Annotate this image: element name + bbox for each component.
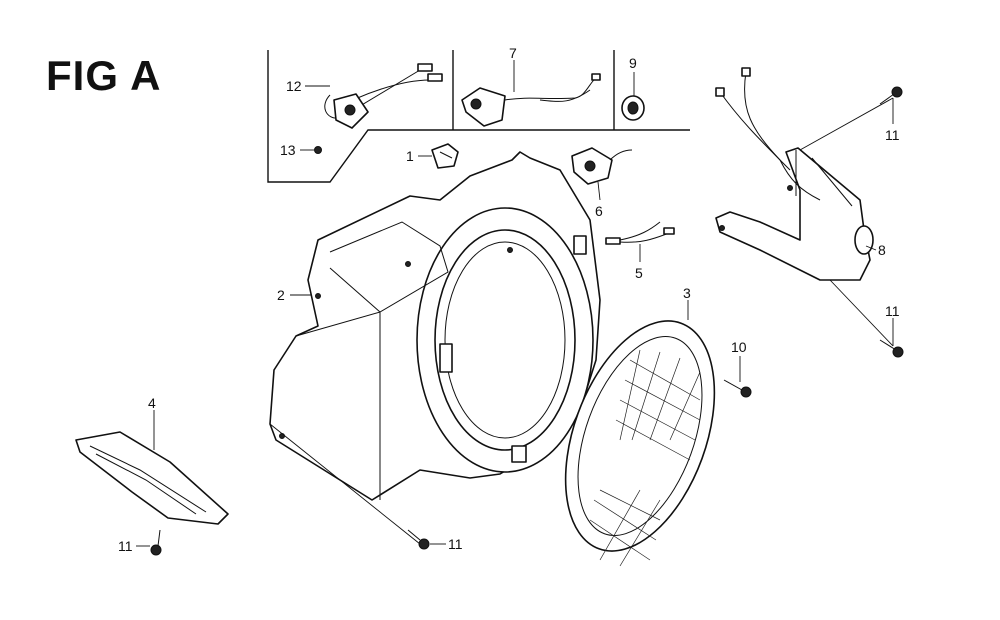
callout-11-top: 11	[885, 127, 900, 143]
callout-1: 1	[406, 148, 414, 164]
callout-12: 12	[286, 78, 302, 94]
sensor-part-12	[324, 63, 443, 129]
clip-part-1	[431, 143, 459, 169]
bolt-part-11-mid	[879, 339, 904, 358]
callout-11-left: 11	[118, 538, 133, 554]
guide-part-4	[75, 431, 229, 525]
wire-part-5	[605, 221, 675, 245]
callout-2: 2	[277, 287, 285, 303]
callout-11-mid: 11	[885, 303, 900, 319]
callout-11-bottom: 11	[448, 536, 463, 552]
bolt-part-11-bottom	[407, 529, 430, 550]
callout-7: 7	[509, 45, 517, 61]
callout-13: 13	[280, 142, 296, 158]
inset-box	[267, 50, 690, 183]
fan-shroud-part-2	[269, 151, 601, 501]
bracket-part-8	[715, 67, 874, 281]
callout-6: 6	[595, 203, 603, 219]
callout-4: 4	[148, 395, 156, 411]
callout-5: 5	[635, 265, 643, 281]
screw-part-13	[314, 146, 322, 154]
grommet-part-9	[621, 95, 645, 121]
sensor-part-6	[571, 147, 633, 185]
callout-3: 3	[683, 285, 691, 301]
bolt-part-10	[723, 379, 752, 398]
leader-lines	[136, 60, 894, 547]
sensor-part-7	[461, 73, 601, 127]
callout-8: 8	[878, 242, 886, 258]
screen-part-3	[564, 320, 716, 567]
bolt-part-11-left	[150, 529, 162, 556]
callout-9: 9	[629, 55, 637, 71]
figure-title: FIG A	[46, 52, 162, 99]
callout-10: 10	[731, 339, 747, 355]
bolt-part-11-top	[879, 86, 903, 105]
